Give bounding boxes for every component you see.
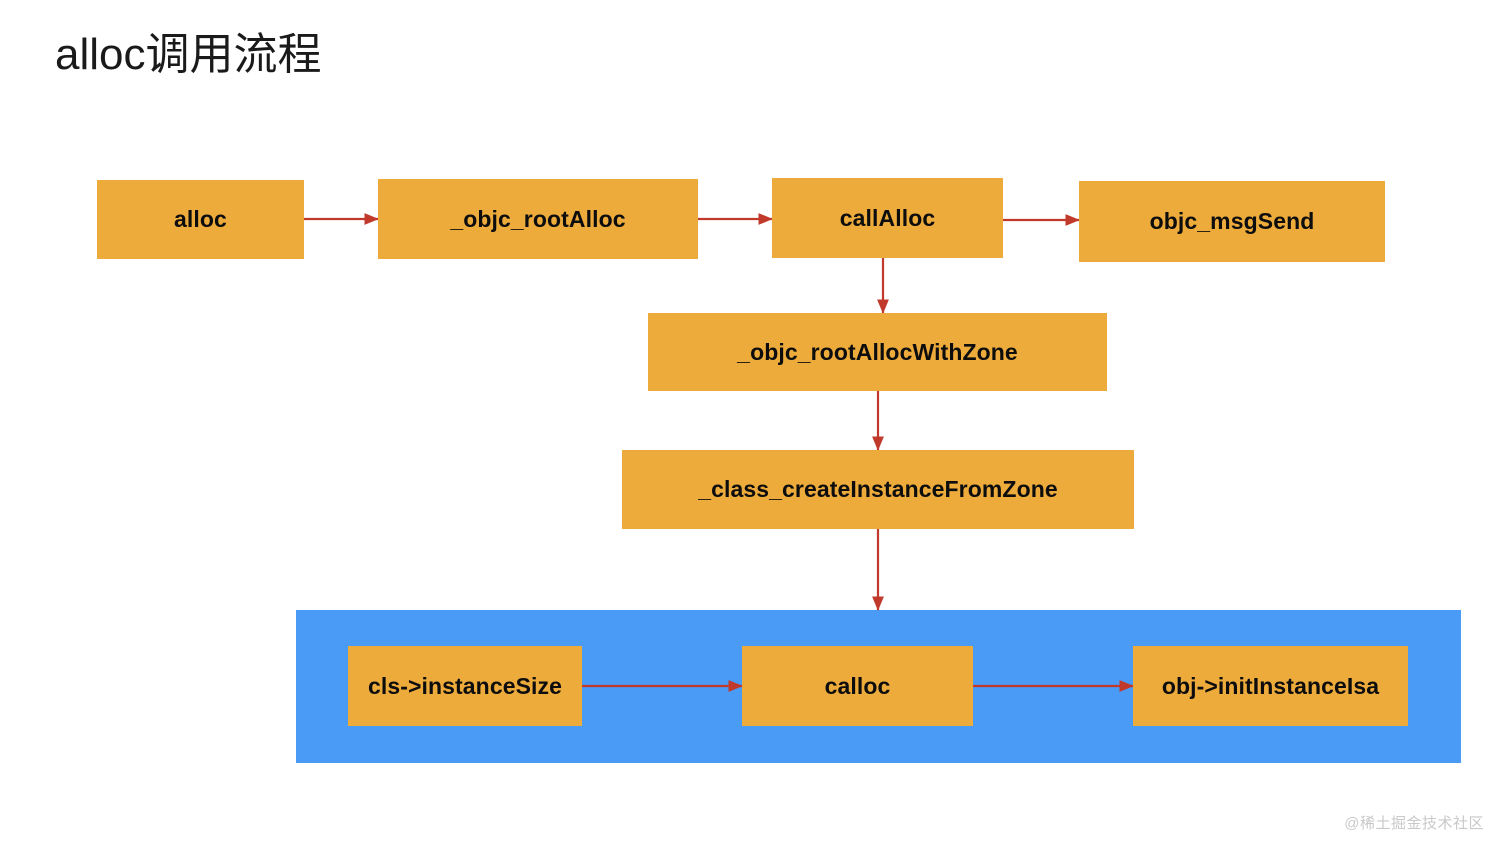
node-label: obj->initInstanceIsa	[1161, 672, 1380, 699]
node-label: objc_msgSend	[1149, 208, 1315, 234]
node-obj-initinstanceisa[interactable]: obj->initInstanceIsa	[1133, 646, 1408, 726]
watermark: @稀土掘金技术社区	[1344, 815, 1484, 832]
node-calloc[interactable]: calloc	[742, 646, 973, 726]
node-label: _objc_rootAlloc	[450, 205, 626, 232]
node-objc-rootallocwithzone[interactable]: _objc_rootAllocWithZone	[648, 313, 1107, 391]
node-label: callAlloc	[839, 204, 936, 231]
node-callalloc[interactable]: callAlloc	[772, 178, 1003, 258]
node-class-createinstancefromzone[interactable]: _class_createInstanceFromZone	[622, 450, 1134, 529]
node-objc-rootalloc[interactable]: _objc_rootAlloc	[378, 179, 698, 259]
node-objc-msgsend[interactable]: objc_msgSend	[1079, 181, 1385, 262]
node-label: _class_createInstanceFromZone	[698, 476, 1058, 502]
node-alloc[interactable]: alloc	[97, 180, 304, 259]
node-label: calloc	[824, 672, 891, 699]
node-cls-instancesize[interactable]: cls->instanceSize	[348, 646, 582, 726]
node-label: alloc	[174, 206, 227, 232]
page-title: alloc调用流程	[55, 30, 322, 79]
node-label: _objc_rootAllocWithZone	[737, 338, 1018, 365]
node-label: cls->instanceSize	[367, 672, 563, 699]
